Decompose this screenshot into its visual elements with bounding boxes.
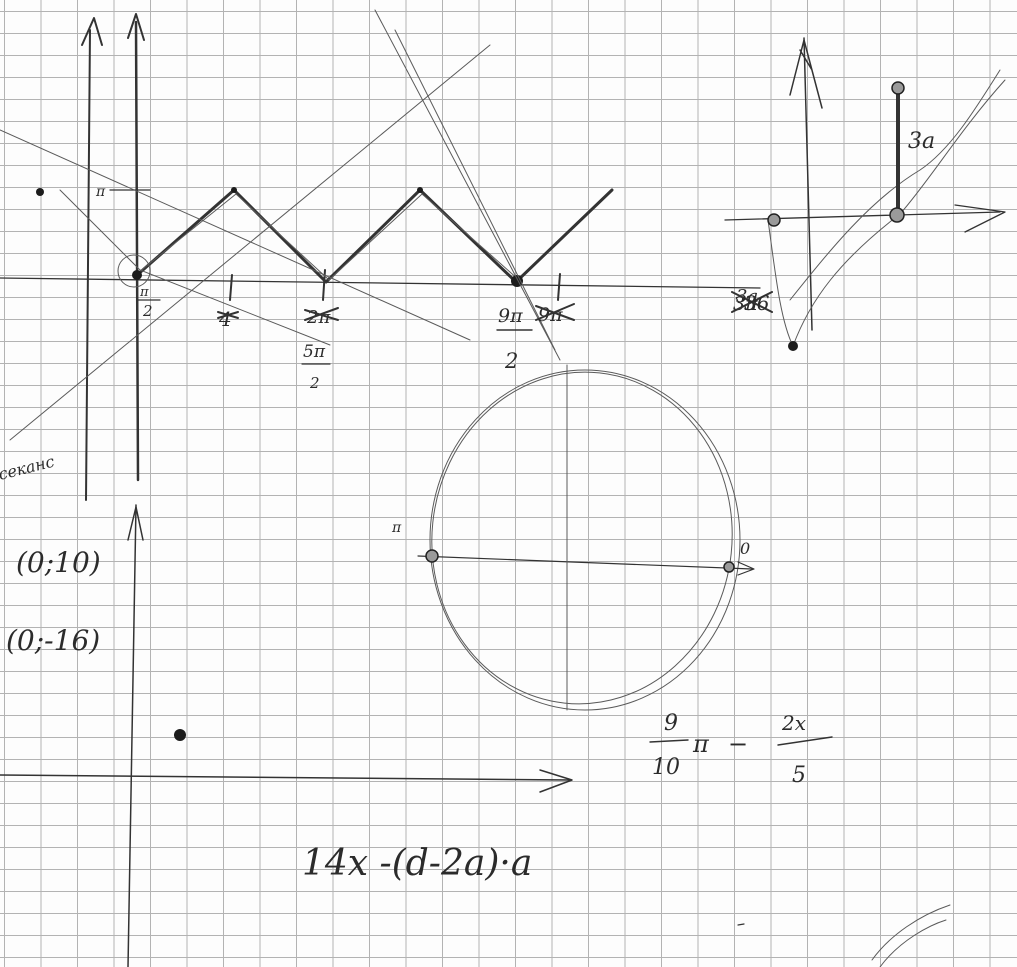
pi-symbol: π <box>692 730 710 758</box>
steep-line-1 <box>374 9 561 361</box>
lower-y-axis <box>127 504 137 967</box>
right-curve <box>767 79 1006 348</box>
stray-point <box>36 188 44 196</box>
lower-y-axis-arrow <box>127 506 144 541</box>
point-label-0-minus-16: (0;-16) <box>6 624 100 657</box>
corner-scribble <box>871 904 951 967</box>
lower-left-axes: (0;10) (0;-16) <box>0 504 573 967</box>
secant-line-falling <box>0 129 471 341</box>
circle-horizontal-arrow <box>737 561 755 576</box>
lower-x-axis <box>0 774 571 781</box>
zigzag-start-point <box>132 270 142 280</box>
start-point-ring <box>117 254 151 288</box>
y-tick-pi: π <box>95 184 106 200</box>
right-x-axis-arrow <box>954 204 1006 233</box>
point-label-0-10: (0;10) <box>16 546 101 579</box>
circle-horizontal-axis <box>417 555 753 570</box>
bottom-expression: 14x -(d-2a)·a <box>302 843 532 884</box>
chord-line <box>59 189 331 346</box>
strike-scribble <box>731 291 773 313</box>
circle-point-pi <box>425 549 439 563</box>
lower-x-axis-arrow <box>539 769 573 793</box>
struck-label-3pi: 3π <box>731 291 773 315</box>
steep-line-2 <box>394 29 556 351</box>
right-label-36: 36 <box>744 291 770 315</box>
strike-scribble <box>535 303 575 321</box>
x-tick-pi-over-2: π 2 <box>137 285 161 320</box>
right-graph: 3a 36 3a <box>724 37 1006 351</box>
peak-point-1 <box>231 187 237 193</box>
x-tick-9pi-over-2-den: 2 <box>504 349 518 373</box>
minus-sign: − <box>728 730 748 758</box>
margin-word-secant: секанс <box>0 452 56 484</box>
right-y-axis-arrow <box>789 39 823 109</box>
x-tick-pi-over-2-num: π <box>139 285 149 300</box>
left-graph: π π 2 5π <box>0 9 773 501</box>
struck-label-2pi: 2π <box>304 307 339 328</box>
circle-label-zero: 0 <box>740 539 750 558</box>
struck-label-4: 4 <box>217 307 239 331</box>
strike-scribble <box>304 307 339 321</box>
x-tick-pi-over-2-den: 2 <box>142 302 153 320</box>
x-tick-5pi-over-2: 5π 2 <box>301 342 331 392</box>
x-tick-5pi-over-2-den: 2 <box>309 374 320 392</box>
left-y-axis-arrow <box>81 13 145 46</box>
fraction-right-bar <box>777 736 833 746</box>
zigzag-function <box>134 188 614 284</box>
expression-fraction: 9 10 π − 2x 5 <box>649 711 833 788</box>
peak-point-2 <box>417 187 423 193</box>
right-point-low <box>788 341 798 351</box>
unit-circle <box>429 369 741 711</box>
right-y-axis <box>803 37 813 331</box>
right-point-left <box>767 213 781 227</box>
struck-label-4-text: 4 <box>218 307 232 331</box>
strike-scribble <box>217 311 239 319</box>
fraction-left-numerator: 9 <box>664 711 678 736</box>
fraction-left-denominator: 10 <box>652 755 680 780</box>
left-y-axis-inner <box>134 20 140 482</box>
fraction-right-numerator: 2x <box>781 711 806 735</box>
fraction-left-bar <box>649 739 689 743</box>
right-point-axis <box>889 207 905 223</box>
x-tick-5pi-over-2-num: 5π <box>303 342 326 362</box>
struck-label-3pi-text: 3π <box>733 293 758 315</box>
small-mark <box>737 923 745 926</box>
right-curve-2 <box>789 69 1001 301</box>
right-label-3a-overwrite: 3a <box>736 286 758 307</box>
unit-circle-sketch: π 0 <box>391 364 755 711</box>
fraction-right-denominator: 5 <box>792 763 806 788</box>
circle-point-zero <box>723 561 735 573</box>
zigzag-end-point <box>511 275 523 287</box>
right-label-3a-top: 3a <box>908 129 935 154</box>
left-x-axis <box>0 277 761 289</box>
x-tick-9pi-over-2-num: 9π <box>498 305 523 327</box>
unit-circle-retrace <box>431 371 733 705</box>
secant-line-rising <box>9 44 491 441</box>
left-y-axis-outer <box>85 29 91 501</box>
struck-label-9pi: 9π <box>535 303 575 326</box>
plotted-point <box>174 729 186 741</box>
right-point-top <box>891 81 905 95</box>
zigzag-retrace <box>138 193 520 281</box>
x-tick-9pi-over-2: 9π 2 <box>496 305 533 373</box>
circle-label-pi: π <box>391 520 402 536</box>
